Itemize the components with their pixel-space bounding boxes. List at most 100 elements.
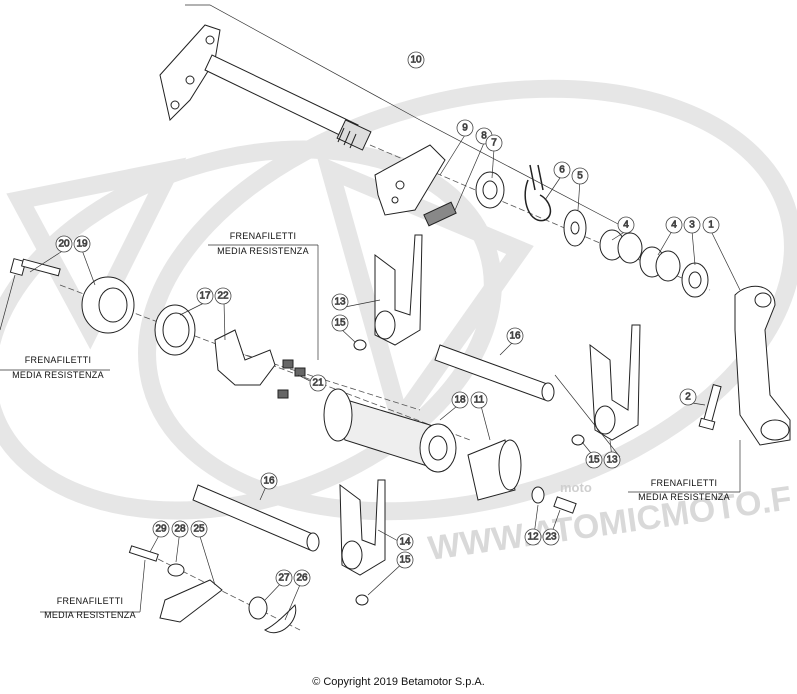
copyright-notice: © Copyright 2019 Betamotor S.p.A. (312, 676, 485, 688)
part-drum-bushing (467, 439, 522, 501)
part-screws (277, 359, 306, 399)
callout-11: 11 (470, 391, 488, 409)
svg-text:4: 4 (671, 220, 677, 231)
part-shift-fork-right (589, 324, 641, 441)
callout-16a: 16 (506, 327, 524, 345)
callout-4b: 4 (665, 216, 683, 234)
svg-text:26: 26 (296, 573, 308, 584)
part-roller-lever (475, 171, 505, 209)
callout-15c: 15 (396, 551, 414, 569)
svg-text:MEDIA RESISTENZA: MEDIA RESISTENZA (12, 370, 104, 380)
callout-4a: 4 (617, 216, 635, 234)
thread-note-bottom: FRENAFILETTI MEDIA RESISTENZA (40, 559, 146, 620)
watermark-logo (0, 79, 797, 521)
svg-text:2: 2 (685, 392, 691, 403)
part-shift-fork-lower (339, 479, 386, 576)
callout-15b: 15 (585, 451, 603, 469)
part-gear-lever (734, 285, 791, 446)
callout-6: 6 (553, 161, 571, 179)
callout-5: 5 (571, 167, 589, 185)
svg-text:16: 16 (509, 331, 521, 342)
callout-7: 7 (485, 134, 503, 152)
svg-text:19: 19 (76, 239, 88, 250)
part-selector-drum (323, 388, 457, 473)
part-oil-seal (154, 304, 196, 356)
callout-labels: 10 9 8 7 6 5 4 4 3 1 2 20 19 17 22 13 15… (55, 51, 720, 587)
svg-text:FRENAFILETTI: FRENAFILETTI (230, 231, 297, 241)
svg-text:25: 25 (193, 524, 205, 535)
callout-3: 3 (683, 216, 701, 234)
callout-13a: 13 (331, 293, 349, 311)
callout-1: 1 (702, 216, 720, 234)
part-spring (423, 201, 457, 227)
part-lever-bolt (698, 384, 722, 431)
part-drum-cam (81, 276, 135, 334)
svg-text:15: 15 (588, 455, 600, 466)
svg-text:29: 29 (155, 524, 167, 535)
callout-13b: 13 (603, 451, 621, 469)
part-shift-fork-upper (374, 234, 423, 346)
callout-18: 18 (451, 391, 469, 409)
svg-text:13: 13 (606, 455, 618, 466)
callout-16b: 16 (260, 472, 278, 490)
svg-text:MEDIA RESISTENZA: MEDIA RESISTENZA (44, 610, 136, 620)
callout-12: 12 (524, 528, 542, 546)
svg-text:17: 17 (199, 291, 211, 302)
callout-22: 22 (214, 287, 232, 305)
svg-text:14: 14 (399, 537, 411, 548)
svg-text:6: 6 (559, 165, 565, 176)
callout-21: 21 (309, 374, 327, 392)
svg-text:5: 5 (577, 171, 583, 182)
part-spring-clip (524, 164, 552, 222)
thread-note-left: FRENAFILETTI MEDIA RESISTENZA (0, 274, 110, 380)
part-index-plate (374, 144, 446, 216)
callout-29: 29 (152, 520, 170, 538)
svg-text:21: 21 (312, 378, 324, 389)
svg-text:MEDIA RESISTENZA: MEDIA RESISTENZA (638, 492, 730, 502)
part-fork-rod-lower (192, 484, 320, 552)
callout-23: 23 (542, 528, 560, 546)
svg-text:9: 9 (462, 123, 468, 134)
svg-text:FRENAFILETTI: FRENAFILETTI (651, 478, 718, 488)
part-fork-rod-upper (434, 344, 555, 402)
thread-note-right: FRENAFILETTI MEDIA RESISTENZA (628, 440, 741, 502)
svg-text:13: 13 (334, 297, 346, 308)
svg-text:22: 22 (217, 291, 229, 302)
svg-text:MEDIA RESISTENZA: MEDIA RESISTENZA (217, 246, 309, 256)
callout-28: 28 (171, 520, 189, 538)
svg-text:10: 10 (410, 55, 422, 66)
part-bushing (681, 262, 709, 298)
callout-20: 20 (55, 235, 73, 253)
svg-text:3: 3 (689, 220, 695, 231)
thread-note-center: FRENAFILETTI MEDIA RESISTENZA (208, 231, 319, 360)
callout-17: 17 (196, 287, 214, 305)
svg-text:12: 12 (527, 532, 539, 543)
svg-text:8: 8 (481, 131, 487, 142)
callout-10: 10 (407, 51, 425, 69)
callout-26: 26 (293, 569, 311, 587)
callout-14: 14 (396, 533, 414, 551)
callout-9: 9 (456, 119, 474, 137)
part-bolt-20 (9, 258, 61, 277)
part-fork-pins (353, 339, 585, 606)
callout-27: 27 (275, 569, 293, 587)
svg-text:18: 18 (454, 395, 466, 406)
svg-text:4: 4 (623, 220, 629, 231)
svg-text:23: 23 (545, 532, 557, 543)
callout-2: 2 (679, 388, 697, 406)
part-pawl-assembly (128, 545, 297, 633)
svg-text:15: 15 (399, 555, 411, 566)
svg-text:11: 11 (474, 395, 485, 406)
svg-text:15: 15 (334, 318, 346, 329)
part-washer-pin (531, 486, 577, 514)
part-retainer-bracket (214, 329, 276, 386)
callout-19: 19 (73, 235, 91, 253)
svg-text:16: 16 (263, 476, 275, 487)
svg-text:moto: moto (560, 480, 592, 495)
svg-text:27: 27 (278, 573, 290, 584)
part-shift-shaft (159, 24, 372, 151)
svg-text:1: 1 (708, 220, 714, 231)
svg-text:FRENAFILETTI: FRENAFILETTI (25, 355, 92, 365)
part-washer (563, 209, 587, 247)
